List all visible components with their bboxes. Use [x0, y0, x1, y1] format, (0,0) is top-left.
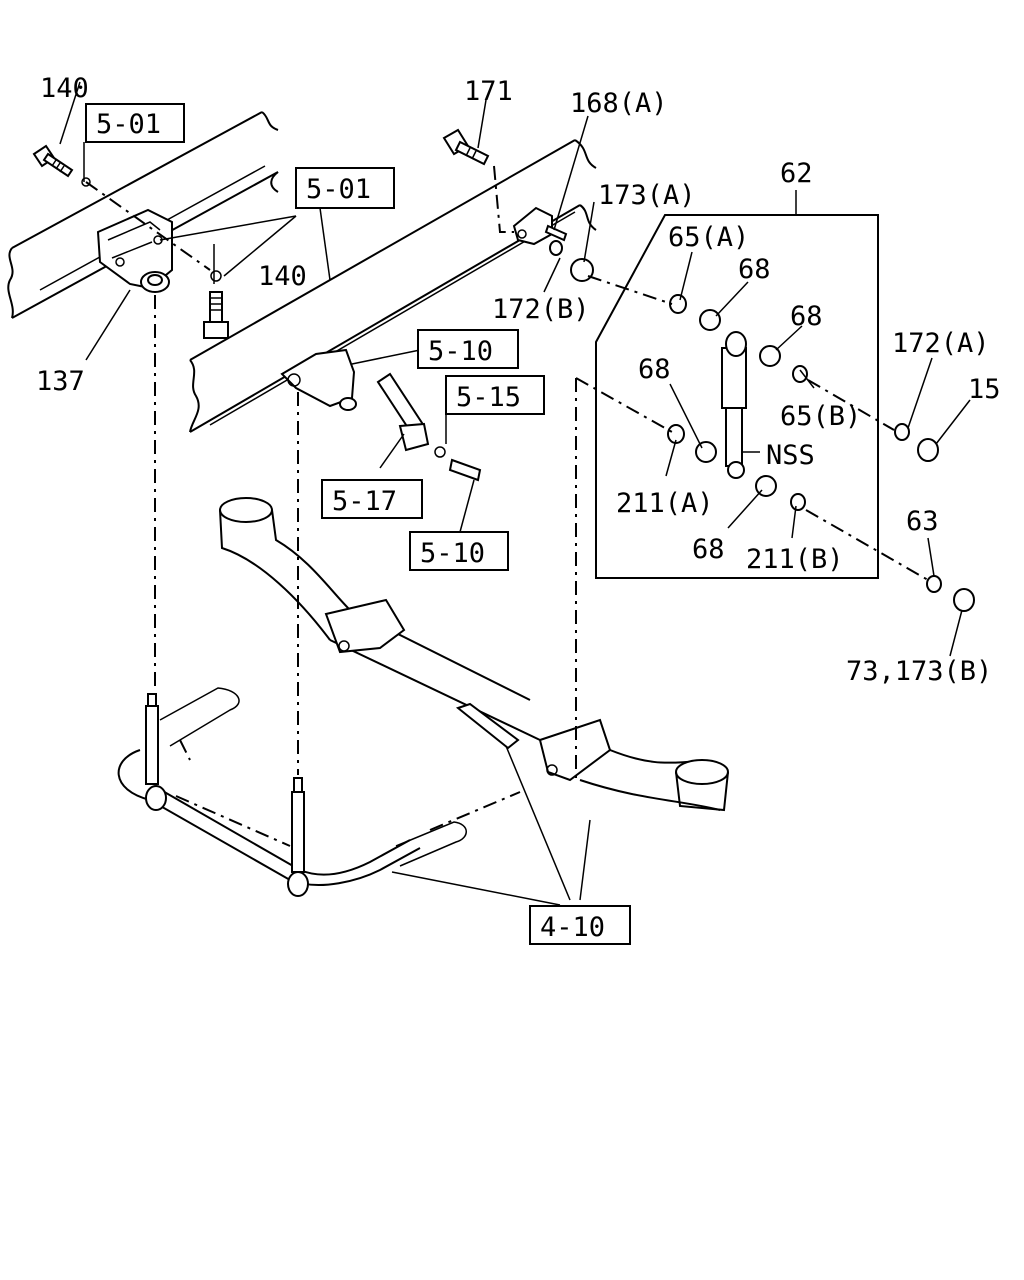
ref-5-01-b: 5-01	[306, 174, 371, 205]
callout-68-a: 68	[738, 254, 771, 285]
callout-15: 15	[968, 374, 1001, 405]
callout-140-upper: 140	[40, 73, 89, 104]
callout-68-c: 68	[638, 354, 671, 385]
stabilizer-bar	[117, 687, 520, 897]
callout-68-d: 68	[692, 534, 725, 565]
ref-5-10-a: 5-10	[428, 336, 493, 367]
callout-labels: 140 137 140 171 168(A) 173(A) 172(B) 62 …	[36, 73, 1001, 687]
callout-62: 62	[780, 158, 813, 189]
callout-137: 137	[36, 366, 85, 397]
callout-171: 171	[464, 76, 513, 107]
bolt-140-upper	[32, 144, 91, 187]
callout-140-lower: 140	[258, 261, 307, 292]
callout-168a: 168(A)	[570, 88, 668, 119]
frame-rail-right	[189, 139, 597, 433]
callout-73-173b: 73,173(B)	[846, 656, 992, 687]
callout-211a: 211(A)	[616, 488, 714, 519]
shock-upper-bracket-168a	[512, 206, 568, 246]
reference-boxes: 5-01 5-01 5-10 5-15 5-17 5-10 4-10	[85, 103, 631, 945]
ref-5-17: 5-17	[332, 486, 397, 517]
stabilizer-bracket-137	[96, 208, 173, 293]
leader-lines	[59, 81, 971, 906]
callout-172b: 172(B)	[492, 294, 590, 325]
bolt-171	[442, 128, 490, 166]
ref-4-10: 4-10	[540, 912, 605, 943]
callout-211b: 211(B)	[746, 544, 844, 575]
callout-65a: 65(A)	[668, 222, 749, 253]
bolt-140-lower	[203, 270, 229, 339]
callout-nss: NSS	[766, 440, 815, 471]
stabilizer-link-bracket	[280, 348, 482, 482]
callout-172a: 172(A)	[892, 328, 990, 359]
callout-68-b: 68	[790, 301, 823, 332]
ref-5-15: 5-15	[456, 382, 521, 413]
callout-173a: 173(A)	[598, 180, 696, 211]
callout-63: 63	[906, 506, 939, 537]
front-axle-beam	[219, 497, 729, 812]
ref-5-10-b: 5-10	[420, 538, 485, 569]
ref-5-01-a: 5-01	[96, 109, 161, 140]
callout-65b: 65(B)	[780, 401, 861, 432]
